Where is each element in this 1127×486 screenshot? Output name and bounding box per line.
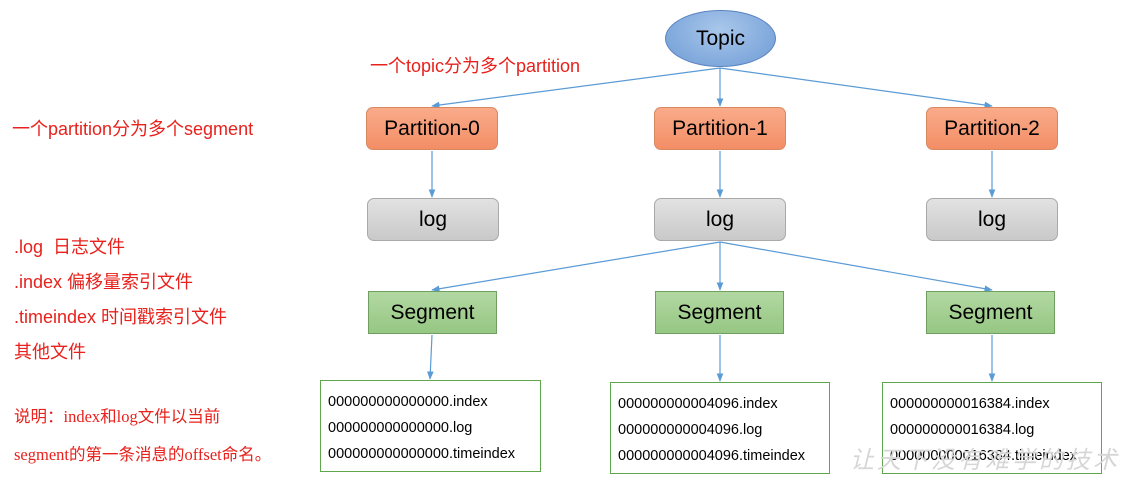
edge-segment-0-files: [426, 334, 434, 380]
partition-note: 一个partition分为多个segment: [12, 119, 254, 139]
partition-label: Partition-1: [672, 116, 768, 140]
partition-node-1: Partition-1: [654, 107, 786, 150]
file-type-log: .log 日志文件: [14, 237, 126, 257]
log-file-name: 000000000004096.log: [618, 422, 763, 438]
segment-label: Segment: [677, 300, 762, 324]
segment-node-0: Segment: [368, 291, 497, 334]
file-type-other: 其他文件: [14, 342, 86, 362]
log-label: log: [705, 207, 735, 231]
topic-node: Topic: [665, 10, 776, 67]
partition-label: Partition-0: [384, 116, 480, 140]
segment-label: Segment: [948, 300, 1033, 324]
partition-node-2: Partition-2: [926, 107, 1058, 150]
file-type-timeindex: .timeindex 时间戳索引文件: [14, 307, 228, 327]
edge-log-segment-0: [431, 241, 721, 293]
timeindex-file-name: 000000000016384.timeindex: [890, 448, 1078, 464]
timeindex-file-name: 000000000004096.timeindex: [618, 448, 806, 464]
topic-label: Topic: [695, 26, 746, 50]
index-file-name: 000000000016384.index: [890, 396, 1050, 412]
file-type-index: .index 偏移量索引文件: [14, 272, 194, 292]
log-node-2: log: [926, 198, 1058, 241]
log-file-name: 000000000000000.log: [328, 420, 473, 436]
edge-topic-partition-2: [719, 67, 993, 109]
segment-files-box-0: 000000000000000.index 000000000000000.lo…: [320, 380, 541, 472]
segment-node-1: Segment: [655, 291, 784, 334]
segment-files-box-1: 000000000004096.index 000000000004096.lo…: [610, 382, 830, 474]
log-label: log: [977, 207, 1007, 231]
edge-log-segment-2: [719, 241, 993, 292]
log-node-0: log: [367, 198, 499, 241]
index-file-name: 000000000004096.index: [618, 396, 778, 412]
log-node-1: log: [654, 198, 786, 241]
naming-explanation-line-2: segment的第一条消息的offset命名。: [14, 445, 272, 464]
edge-topic-partition-0: [431, 67, 721, 109]
timeindex-file-name: 000000000000000.timeindex: [328, 446, 516, 462]
watermark: 让天下没有难学的技术: [850, 446, 1120, 474]
segment-label: Segment: [390, 300, 475, 324]
log-label: log: [418, 207, 448, 231]
topic-note: 一个topic分为多个partition: [370, 56, 581, 76]
naming-explanation-line-1: 说明：index和log文件以当前: [14, 407, 221, 426]
segment-files-box-2: 000000000016384.index 000000000016384.lo…: [882, 382, 1102, 474]
segment-node-2: Segment: [926, 291, 1055, 334]
partition-node-0: Partition-0: [366, 107, 498, 150]
index-file-name: 000000000000000.index: [328, 394, 488, 410]
partition-label: Partition-2: [944, 116, 1040, 140]
log-file-name: 000000000016384.log: [890, 422, 1035, 438]
